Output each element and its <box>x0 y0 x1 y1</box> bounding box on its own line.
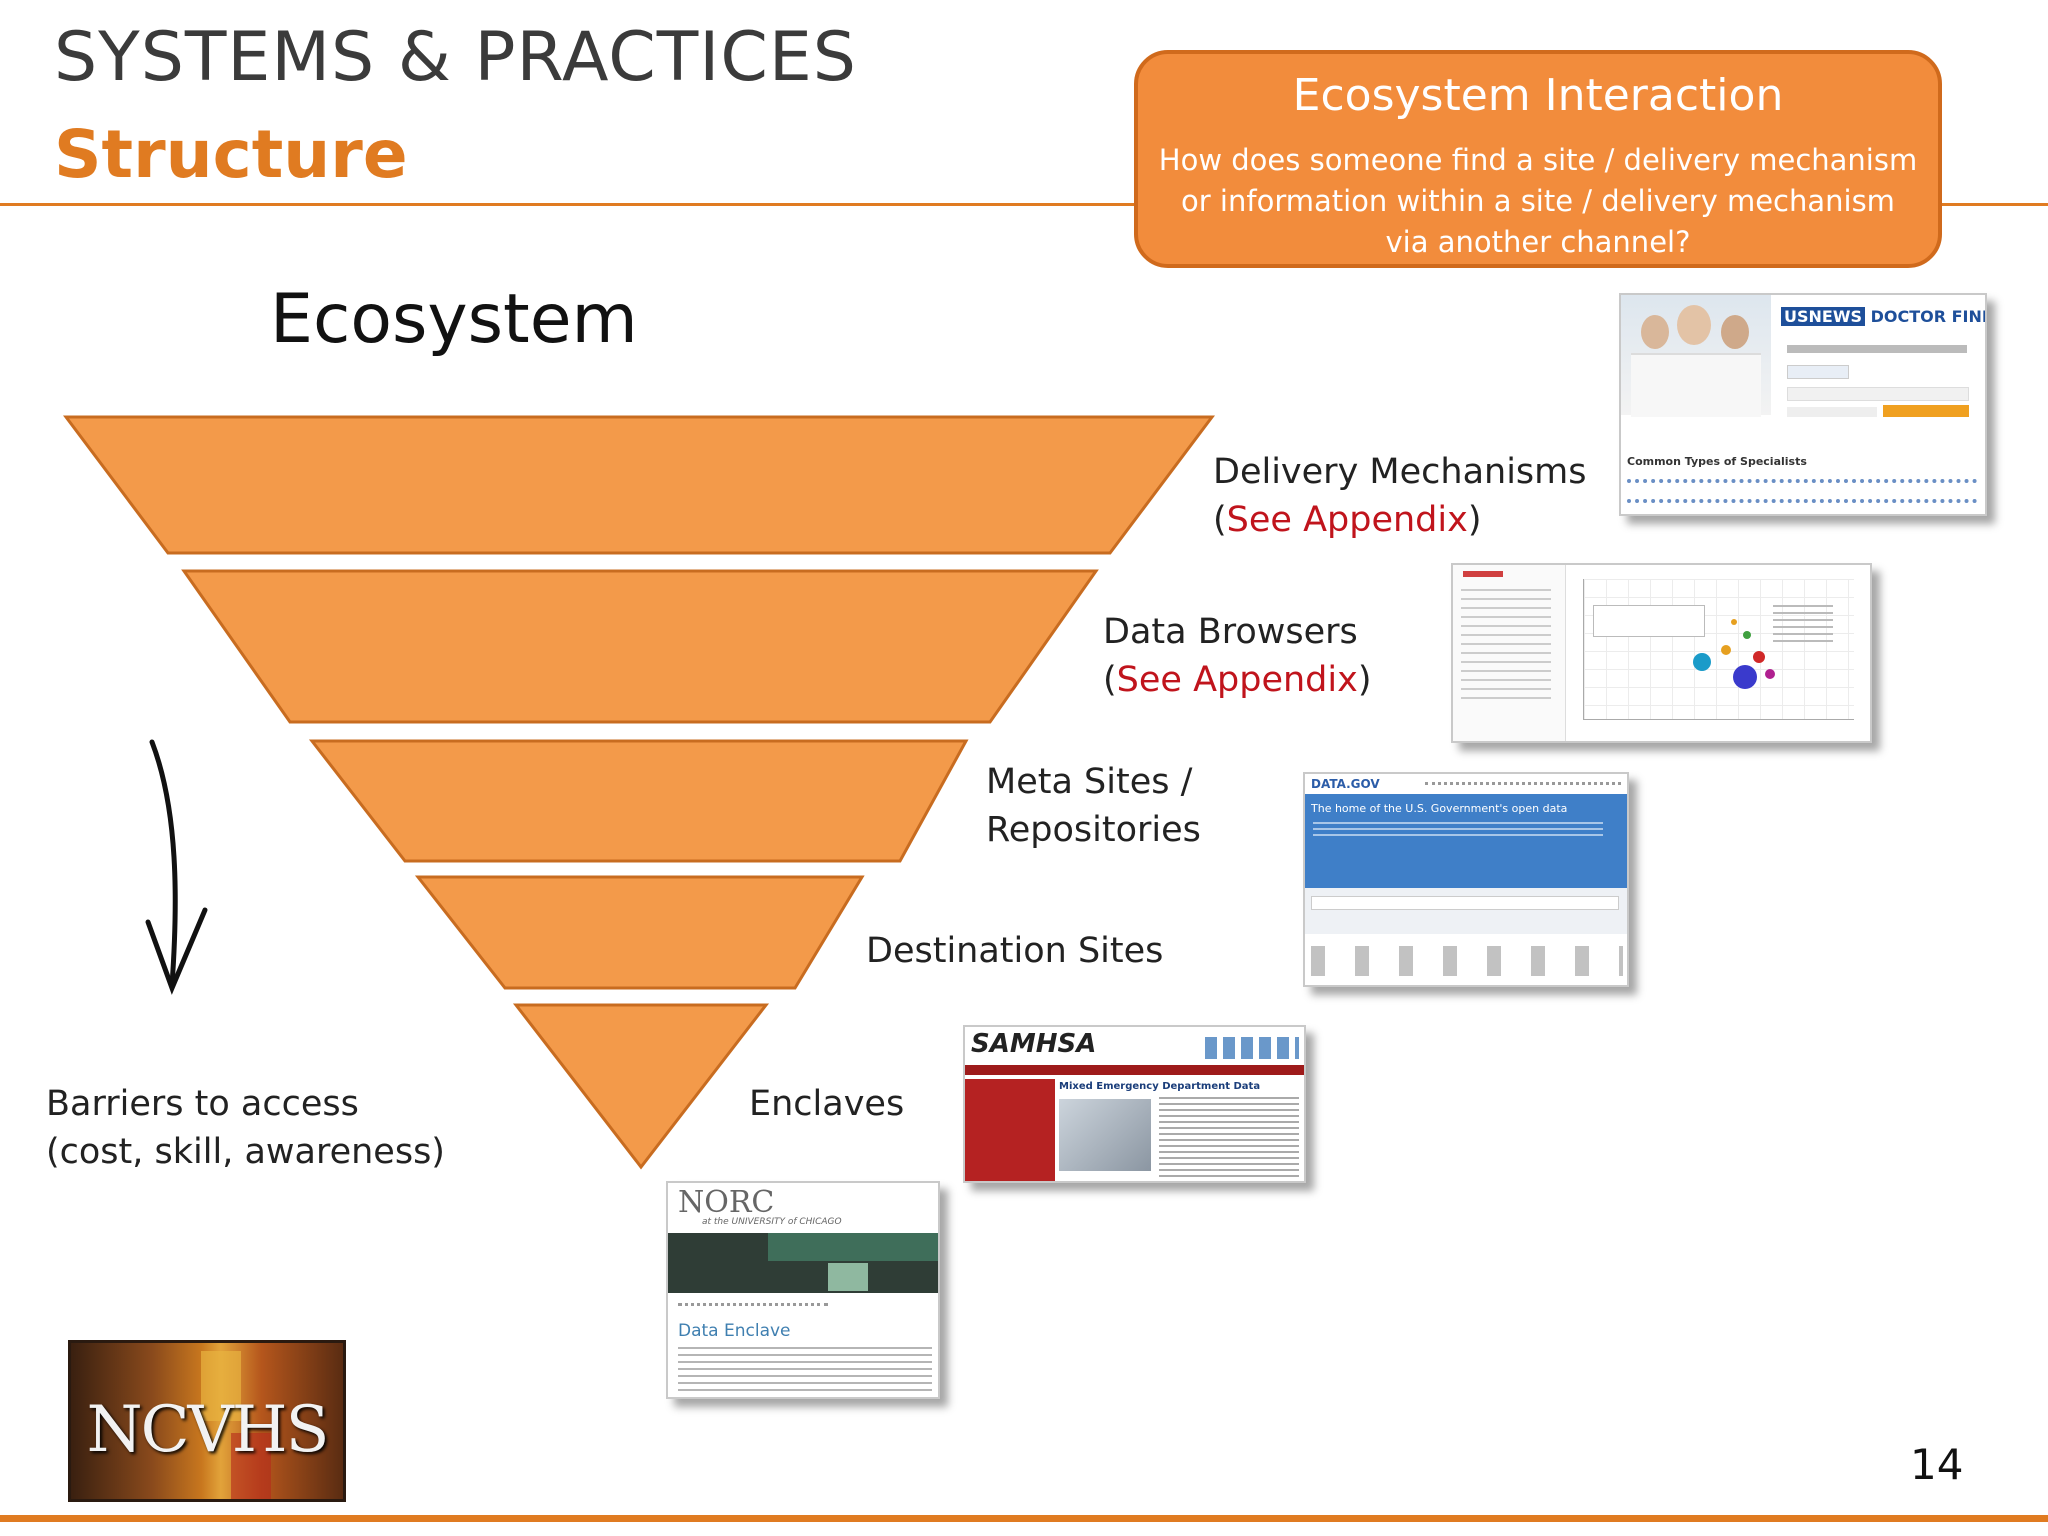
thumbnail-samhsa: SAMHSA Mixed Emergency Department Data <box>963 1025 1306 1183</box>
tier-label-text: Data Browsers <box>1103 612 1358 652</box>
doctor-finder-brand: USNEWS DOCTOR FINDER <box>1781 307 1985 326</box>
subsection-title: Structure <box>54 116 408 193</box>
data-gov-headline: The home of the U.S. Government's open d… <box>1311 802 1568 815</box>
tier-label-enclaves: Enclaves <box>749 1084 905 1124</box>
norc-headline: Data Enclave <box>678 1321 791 1341</box>
ncvhs-logo: NCVHS <box>68 1340 346 1502</box>
barriers-label: Barriers to access (cost, skill, awarene… <box>46 1080 445 1176</box>
tier-label-meta-sites: Meta Sites / Repositories <box>986 758 1201 854</box>
tier-label-text: Repositories <box>986 810 1201 850</box>
barriers-arrow <box>145 739 208 995</box>
barriers-line2: (cost, skill, awareness) <box>46 1132 445 1172</box>
tier-label-data-browsers: Data Browsers (See Appendix) <box>1103 608 1371 704</box>
tier-delivery-mechanisms <box>63 415 1215 555</box>
diagram-title: Ecosystem <box>270 280 638 359</box>
barriers-line1: Barriers to access <box>46 1084 359 1124</box>
footer-rule <box>0 1515 2048 1522</box>
appendix-line: (See Appendix) <box>1103 660 1372 700</box>
ecosystem-interaction-callout: Ecosystem Interaction How does someone f… <box>1134 50 1942 268</box>
tier-label-destination-sites: Destination Sites <box>866 931 1164 971</box>
see-appendix-link[interactable]: See Appendix <box>1116 660 1358 700</box>
ncvhs-logo-text: NCVHS <box>86 1393 330 1467</box>
thumbnail-data-gov: DATA.GOV The home of the U.S. Government… <box>1303 772 1629 987</box>
norc-subtitle: at the UNIVERSITY of CHICAGO <box>702 1217 842 1227</box>
samhsa-headline: Mixed Emergency Department Data <box>1059 1081 1261 1092</box>
thumbnail-norc: NORC at the UNIVERSITY of CHICAGO Data E… <box>666 1181 940 1399</box>
tier-label-delivery-mechanisms: Delivery Mechanisms (See Appendix) <box>1213 448 1586 544</box>
tier-label-text: Delivery Mechanisms <box>1213 452 1587 492</box>
page-number: 14 <box>1910 1440 1964 1489</box>
doctor-finder-section: Common Types of Specialists <box>1627 455 1807 468</box>
norc-brand: NORC <box>678 1185 775 1220</box>
tier-destination-sites <box>414 875 865 990</box>
thumbnail-data-browser <box>1451 563 1872 743</box>
callout-body: How does someone find a site / delivery … <box>1158 143 1918 259</box>
tier-enclaves <box>512 1003 770 1170</box>
section-title: SYSTEMS & PRACTICES <box>54 18 857 97</box>
header-rule <box>0 203 2048 206</box>
callout-title: Ecosystem Interaction <box>1292 70 1784 121</box>
data-gov-brand: DATA.GOV <box>1311 777 1380 791</box>
appendix-line: (See Appendix) <box>1213 500 1482 540</box>
doctors-photo <box>1621 295 1771 417</box>
tier-label-text: Meta Sites / <box>986 762 1193 802</box>
tier-data-browsers <box>181 569 1099 724</box>
thumbnail-doctor-finder: USNEWS DOCTOR FINDER Common Types of Spe… <box>1619 293 1987 516</box>
tier-meta-sites <box>308 739 969 863</box>
see-appendix-link[interactable]: See Appendix <box>1226 500 1468 540</box>
samhsa-brand: SAMHSA <box>971 1029 1097 1059</box>
